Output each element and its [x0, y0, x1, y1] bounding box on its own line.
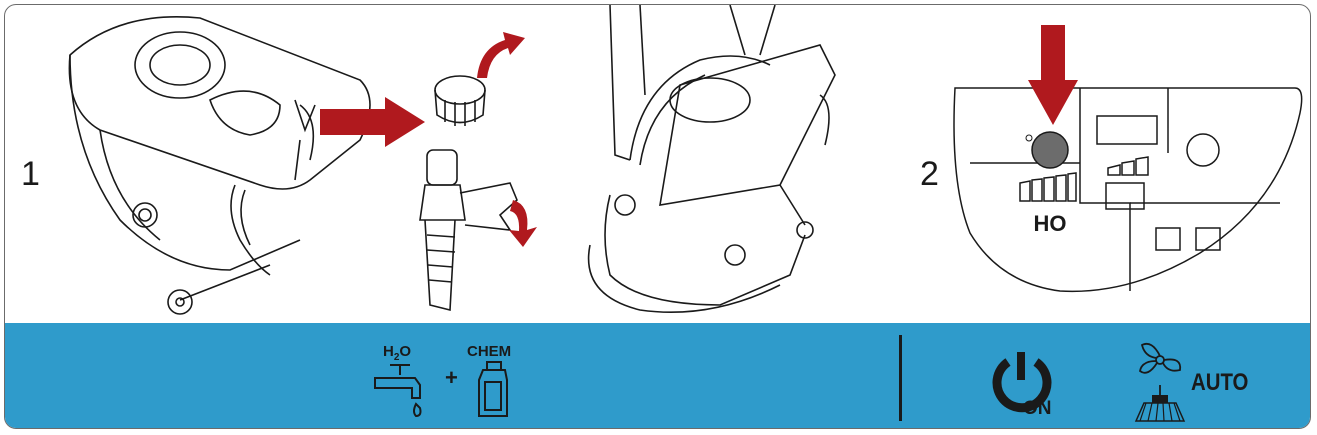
auto-label: AUTO: [1191, 369, 1249, 396]
machine-top-illustration: [68, 16, 371, 315]
water-tap-icon: [374, 364, 422, 418]
fan-brush-icon: [1134, 342, 1186, 422]
arrow-right-icon: [320, 97, 425, 147]
arrow-down-icon: [1028, 25, 1078, 125]
instruction-panel: 1 2: [4, 4, 1311, 429]
on-label: ON: [1023, 398, 1052, 419]
operator-machine-illustration: [587, 5, 836, 314]
step-number-1: 1: [21, 155, 40, 193]
info-bar: [5, 323, 1310, 428]
panel-h2o-label: HO: [1034, 211, 1067, 236]
hose-connector-illustration: [419, 149, 537, 312]
control-panel-illustration: HO: [953, 87, 1303, 293]
chem-label: CHEM: [467, 343, 512, 360]
chemical-bottle-icon: [478, 361, 508, 417]
tank-cap-illustration: [434, 75, 486, 126]
plus-sign: +: [445, 365, 458, 390]
water-label: H2O: [383, 343, 412, 363]
bar-divider: [899, 335, 902, 421]
power-on-icon: [992, 352, 1052, 413]
step-number-2: 2: [920, 155, 939, 193]
rotate-arrow-icon: [477, 32, 525, 78]
